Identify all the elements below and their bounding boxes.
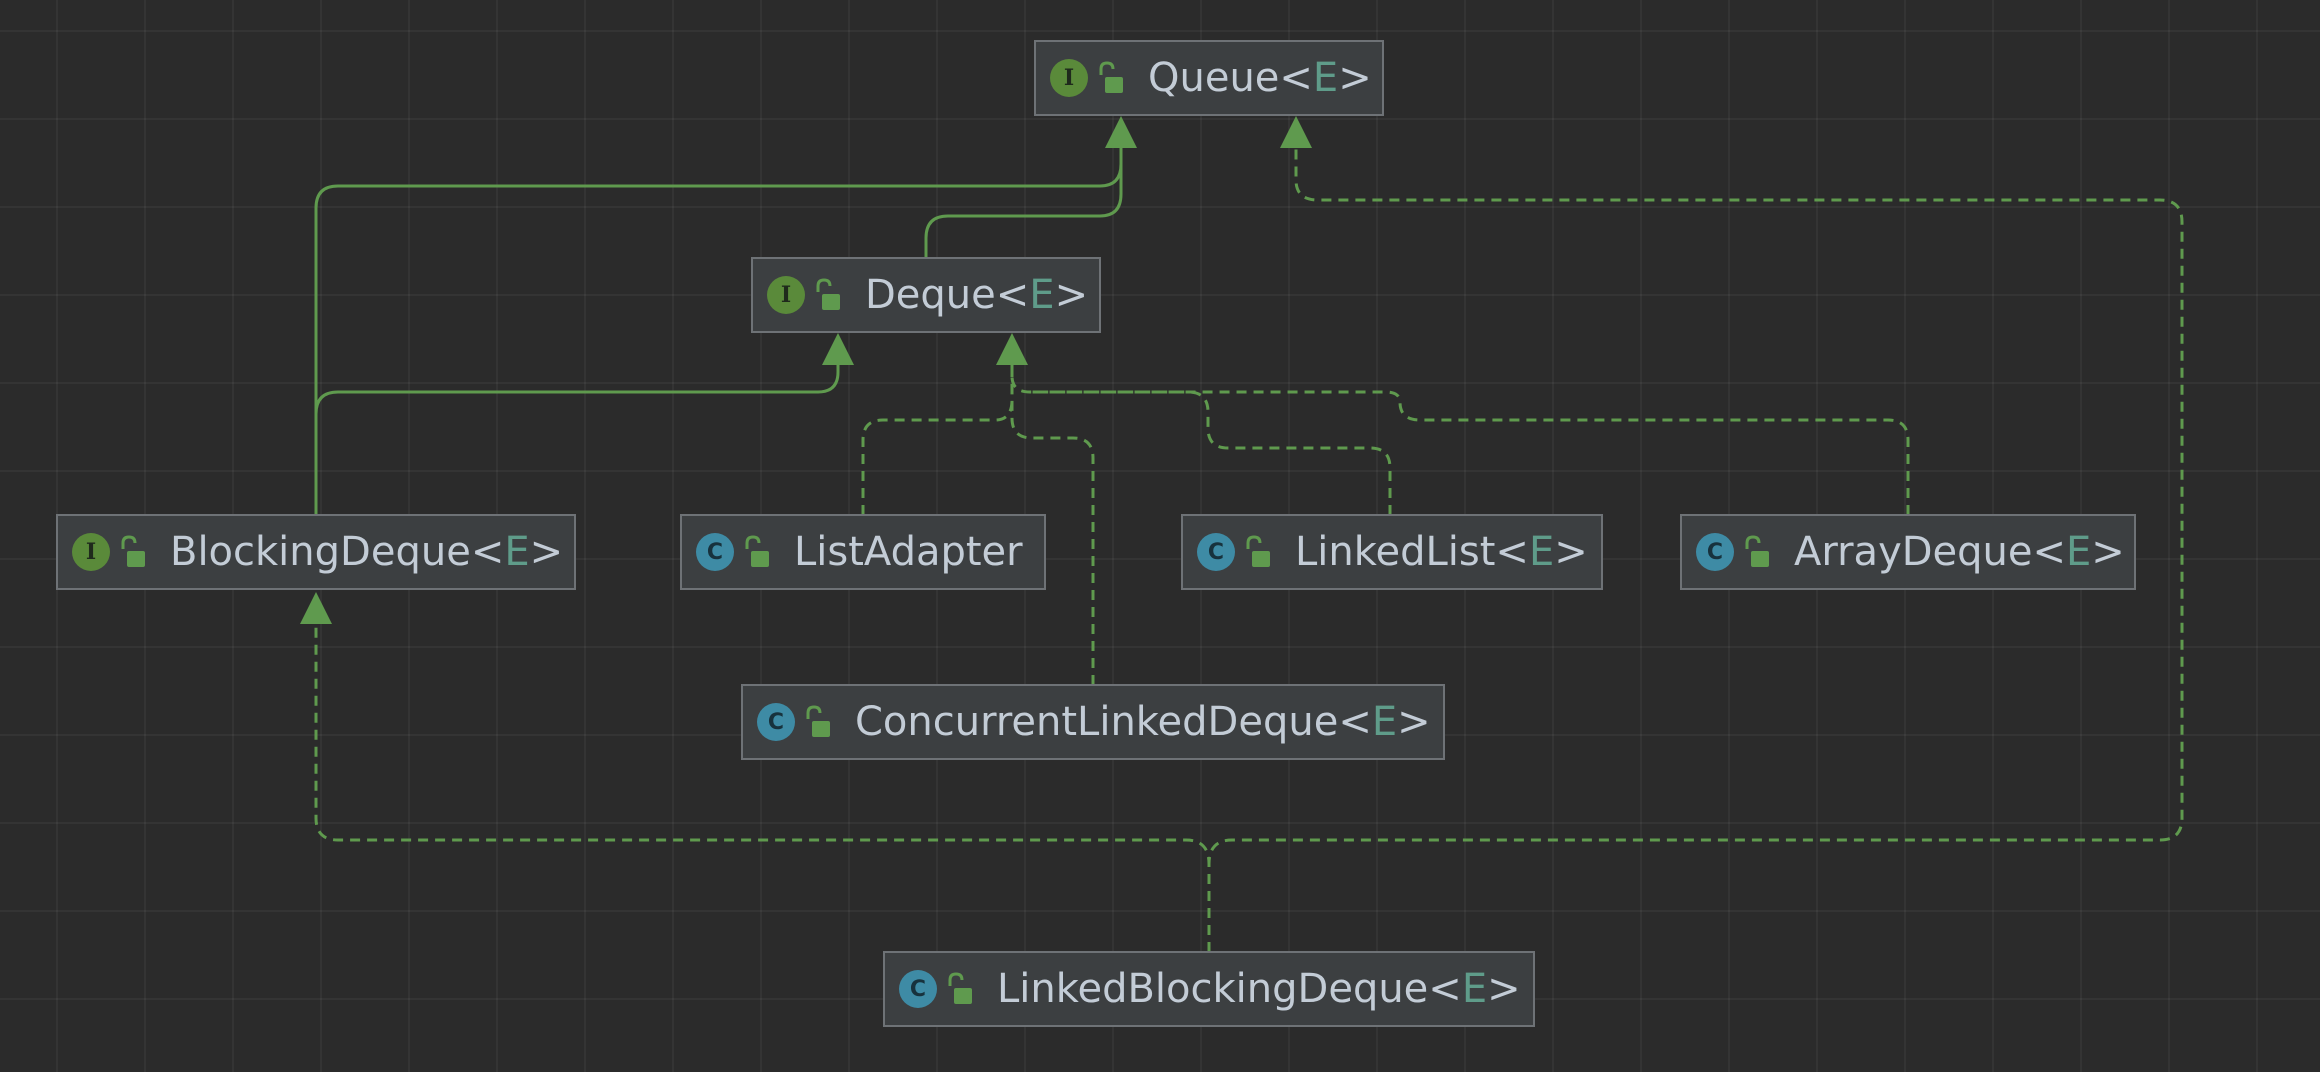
edge-blockingdeque-to-queue	[314, 140, 1123, 515]
class-icon: C	[899, 970, 937, 1008]
unlocked-padlock-icon	[1099, 61, 1123, 93]
arrowhead-deque-right	[996, 333, 1028, 365]
interface-icon: I	[1050, 59, 1088, 97]
edge-arraydeque-to-deque	[1030, 390, 1910, 515]
node-linkedblockingdeque[interactable]: C LinkedBlockingDeque<E>	[883, 951, 1535, 1027]
arrowhead-deque-left	[822, 333, 854, 365]
node-concurrentlinkeddeque[interactable]: C ConcurrentLinkedDeque<E>	[741, 684, 1445, 760]
node-queue[interactable]: I Queue<E>	[1034, 40, 1384, 116]
edge-linkedlist-to-deque	[1010, 357, 1392, 515]
unlocked-padlock-icon	[1745, 535, 1769, 567]
node-listadapter-label: ListAdapter	[794, 529, 1023, 575]
unlocked-padlock-icon	[745, 535, 769, 567]
node-queue-label: Queue<E>	[1148, 55, 1372, 101]
class-icon: C	[1197, 533, 1235, 571]
interface-icon: I	[767, 276, 805, 314]
arrowhead-queue-left	[1105, 116, 1137, 148]
arrowhead-blockingdeque	[300, 592, 332, 624]
node-listadapter[interactable]: C ListAdapter	[680, 514, 1046, 590]
unlocked-padlock-icon	[806, 705, 830, 737]
class-icon: C	[757, 703, 795, 741]
unlocked-padlock-icon	[121, 535, 145, 567]
edge-linkedblockingdeque-to-blockingdeque	[314, 620, 1211, 952]
class-icon: C	[696, 533, 734, 571]
interface-icon: I	[72, 533, 110, 571]
node-linkedblockingdeque-label: LinkedBlockingDeque<E>	[997, 966, 1521, 1012]
node-linkedlist-label: LinkedList<E>	[1295, 529, 1588, 575]
node-linkedlist[interactable]: C LinkedList<E>	[1181, 514, 1603, 590]
node-blockingdeque[interactable]: I BlockingDeque<E>	[56, 514, 576, 590]
unlocked-padlock-icon	[1246, 535, 1270, 567]
edge-linkedblockingdeque-to-queue	[1207, 140, 2184, 952]
edge-listadapter-to-deque	[861, 357, 1014, 515]
edge-concurrentlinkeddeque-to-deque	[1010, 357, 1095, 685]
unlocked-padlock-icon	[948, 972, 972, 1004]
node-deque[interactable]: I Deque<E>	[751, 257, 1101, 333]
class-icon: C	[1696, 533, 1734, 571]
arrowhead-queue-right	[1280, 116, 1312, 148]
node-deque-label: Deque<E>	[865, 272, 1089, 318]
unlocked-padlock-icon	[816, 278, 840, 310]
node-blockingdeque-label: BlockingDeque<E>	[170, 529, 564, 575]
node-arraydeque[interactable]: C ArrayDeque<E>	[1680, 514, 2136, 590]
edge-deque-to-queue	[924, 140, 1123, 258]
node-concurrentlinkeddeque-label: ConcurrentLinkedDeque<E>	[855, 699, 1431, 745]
node-arraydeque-label: ArrayDeque<E>	[1794, 529, 2125, 575]
edge-blockingdeque-to-deque	[314, 357, 840, 515]
